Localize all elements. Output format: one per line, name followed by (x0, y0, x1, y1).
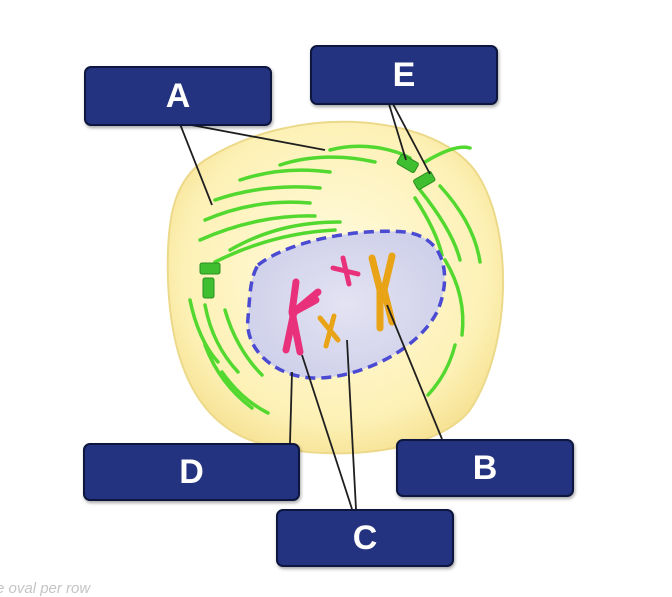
chromosome-pink-large (282, 278, 322, 356)
label-box-c[interactable]: C (276, 509, 454, 567)
leader-a-1 (179, 123, 213, 206)
centrosome-left (199, 262, 221, 299)
label-box-d[interactable]: D (83, 443, 300, 501)
spindle-fibers (188, 144, 482, 415)
leader-e-2 (392, 103, 431, 175)
leader-c-2 (346, 339, 357, 510)
leader-b (386, 304, 443, 440)
label-box-a[interactable]: A (84, 66, 272, 126)
centrosome-right (396, 153, 436, 190)
chromosome-orange-small (317, 313, 341, 349)
leader-c-1 (301, 354, 353, 510)
leader-lines (179, 103, 443, 510)
leader-d (289, 371, 293, 444)
label-box-b[interactable]: B (396, 439, 574, 497)
chromosome-pink-small (330, 255, 361, 287)
label-box-e[interactable]: E (310, 45, 498, 105)
leader-a-2 (185, 123, 326, 151)
leader-e-1 (388, 103, 407, 161)
instruction-caption: e oval per row (0, 580, 91, 597)
